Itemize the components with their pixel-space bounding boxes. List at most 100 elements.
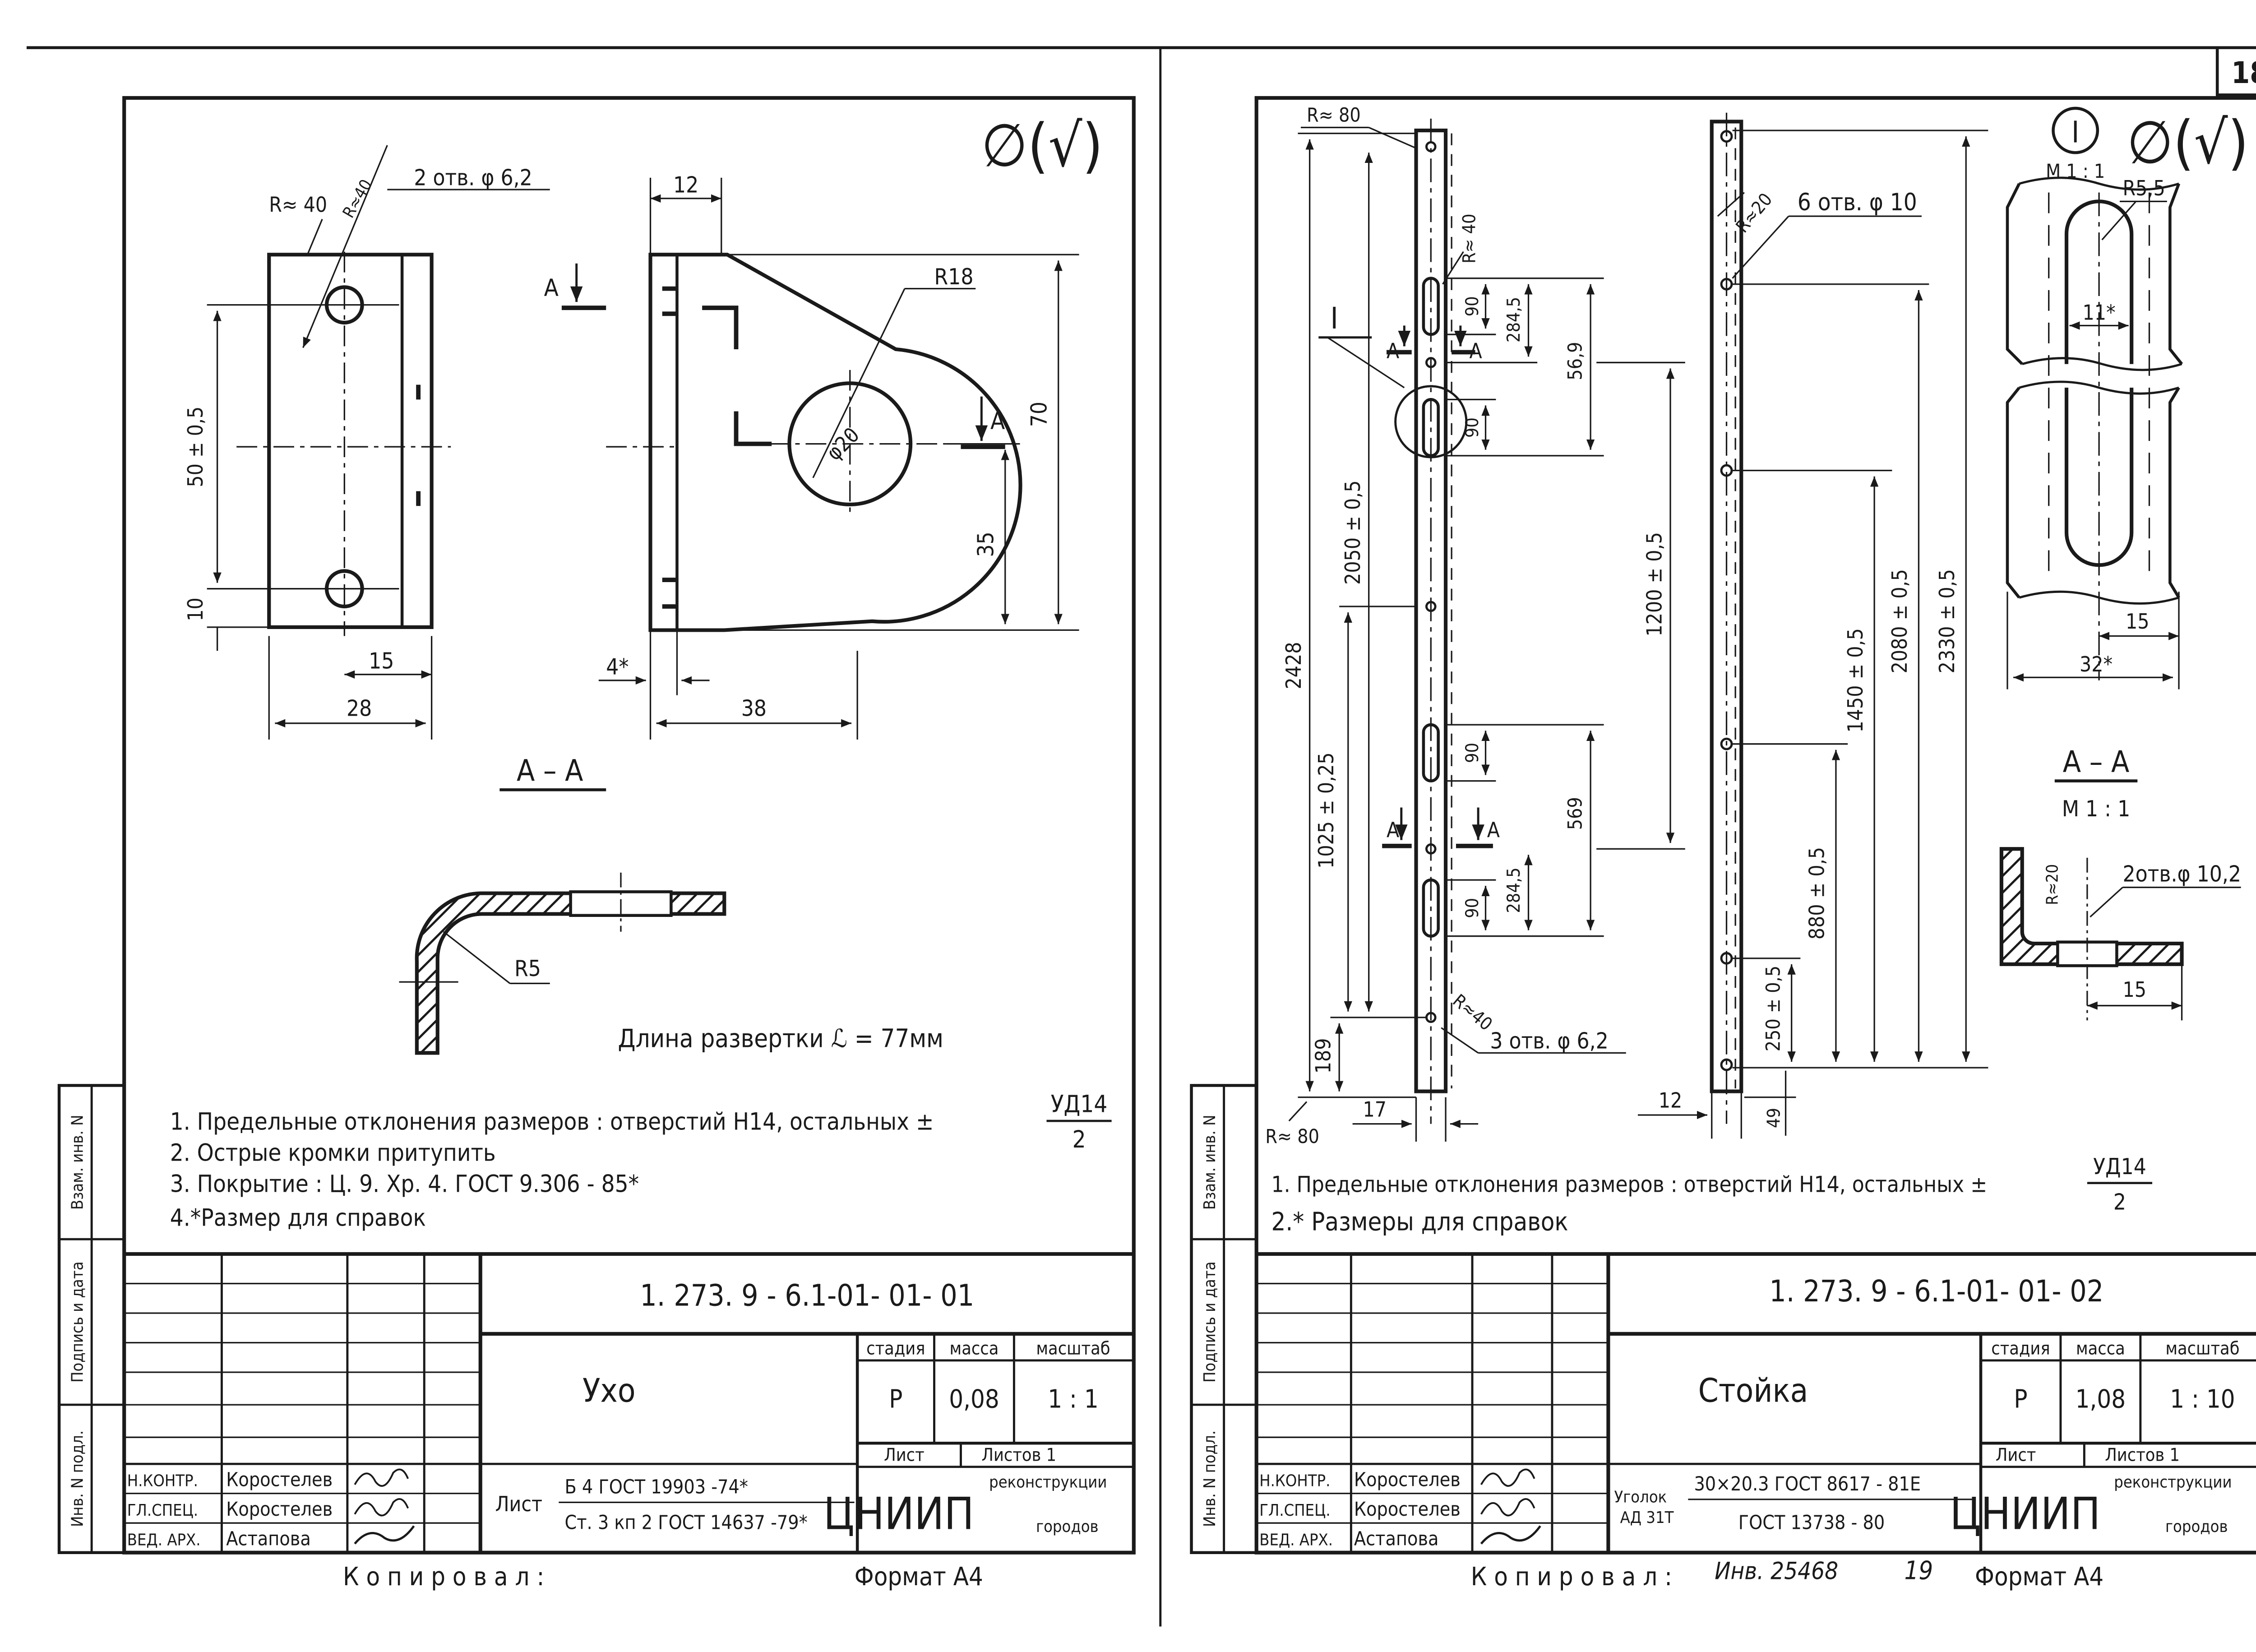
- dim-post-b-1200: 1200 ± 0,5: [1642, 532, 1666, 636]
- left-designation: 1. 273. 9 - 6.1-01- 01- 01: [640, 1279, 974, 1313]
- dim-side-length: 38: [741, 695, 767, 721]
- right-tolerance-den: 2: [2113, 1189, 2126, 1215]
- dim-ear-radius: R≈ 40: [269, 192, 327, 217]
- right-title-block: 1. 273. 9 - 6.1-01- 01- 02 Стойка стадия…: [1256, 1252, 2256, 1553]
- right-mass: 1,08: [2076, 1385, 2126, 1414]
- dim-side-center: 35: [973, 532, 999, 557]
- dim-post-a-284-2: 284,5: [1504, 867, 1524, 913]
- left-footer-format: Формат А4: [855, 1562, 983, 1592]
- right-signature-3: [1480, 1525, 1541, 1545]
- left-side-stamp: Взам. инв. N Подпись и дата Инв. N подл.: [57, 1084, 126, 1554]
- post-a-radius-bottom: R≈ 80: [1265, 1125, 1319, 1148]
- right-sheet: ∅(√) I М 1 : 1 I A: [1190, 96, 2256, 1592]
- dim-ear-radius-small: R≈40: [339, 176, 376, 221]
- post-a-holes: 3 отв. φ 6,2: [1490, 1028, 1608, 1054]
- post-a-detail-label: I: [1331, 301, 1338, 336]
- left-material-label: Лист: [495, 1492, 543, 1516]
- left-footer-copy: К о п и р о в а л :: [343, 1562, 544, 1592]
- right-designation: 1. 273. 9 - 6.1-01- 01- 02: [1769, 1274, 2103, 1309]
- left-stage: Р: [889, 1385, 902, 1414]
- right-col-stage: стадия: [1991, 1339, 2050, 1359]
- right-section-holes: 2отв.φ 10,2: [2123, 861, 2242, 887]
- detail-radius: R5,5: [2123, 176, 2165, 200]
- right-person-1: Коростелев: [1354, 1468, 1461, 1491]
- left-section-title: А – А: [517, 754, 583, 788]
- dim-post-b-880: 880 ± 0,5: [1805, 847, 1829, 939]
- label-ear-holes: 2 отв. φ 6,2: [414, 164, 532, 190]
- left-role-1: Н.КОНТР.: [127, 1472, 198, 1490]
- right-section-scale: М 1 : 1: [2062, 796, 2130, 822]
- right-scale: 1 : 10: [2170, 1385, 2235, 1414]
- dim-post-a-90-1: 90: [1462, 296, 1483, 316]
- dim-ear-bottom: 10: [183, 597, 208, 621]
- dim-post-a-569-1: 56,9: [1564, 342, 1586, 380]
- left-signature-3: [354, 1525, 415, 1545]
- right-note-1: 1. Предельные отклонения размеров : отве…: [1271, 1171, 1987, 1197]
- dim-post-a-569-2: 569: [1564, 797, 1586, 830]
- left-col-scale: масштаб: [1036, 1339, 1110, 1359]
- right-col-mass: масса: [2076, 1339, 2125, 1359]
- left-org-text-1: реконструкции: [989, 1473, 1107, 1492]
- left-side-label-2: Подпись и дата: [68, 1261, 87, 1382]
- dim-side-thick: 4*: [606, 654, 629, 680]
- bent-profile: [415, 891, 726, 1055]
- right-role-2: ГЛ.СПЕЦ.: [1259, 1501, 1330, 1520]
- left-note-3: 3. Покрытие : Ц. 9. Хр. 4. ГОСТ 9.306 - …: [170, 1170, 639, 1198]
- dim-side-height: 70: [1026, 402, 1052, 427]
- right-signature-1: [1480, 1468, 1535, 1487]
- left-role-2: ГЛ.СПЕЦ.: [127, 1501, 198, 1520]
- right-role-1: Н.КОНТР.: [1259, 1472, 1330, 1490]
- left-scale: 1 : 1: [1048, 1385, 1098, 1414]
- dim-ear-width: 28: [347, 695, 372, 721]
- left-org-text-2: городов: [1036, 1518, 1099, 1536]
- dim-ear-offset: 15: [369, 648, 394, 674]
- dim-post-a-90-3: 90: [1462, 743, 1483, 763]
- left-role-3: ВЕД. АРХ.: [127, 1531, 201, 1549]
- dim-post-b-2330: 2330 ± 0,5: [1935, 569, 1959, 673]
- detail-label-circle: [2052, 106, 2099, 154]
- left-tolerance-den: 2: [1073, 1126, 1086, 1153]
- right-material-top: 30×20.3 ГОСТ 8617 - 81Е: [1694, 1473, 1921, 1495]
- left-col-mass: масса: [950, 1339, 999, 1359]
- post-a-section-2: A: [1469, 339, 1482, 363]
- dim-post-a-189: 189: [1311, 1038, 1336, 1074]
- left-note-4: 4.*Размер для справок: [170, 1204, 426, 1232]
- dim-post-b-12: 12: [1659, 1088, 1683, 1113]
- dim-post-a-284-1: 284,5: [1504, 297, 1524, 342]
- left-signature-1: [354, 1468, 409, 1487]
- left-col-stage: стадия: [866, 1339, 925, 1359]
- right-side-stamp: Взам. инв. N Подпись и дата Инв. N подл.: [1190, 1084, 1258, 1554]
- left-material-top: Б 4 ГОСТ 19903 -74*: [564, 1476, 748, 1499]
- dim-post-a-17: 17: [1363, 1097, 1387, 1121]
- right-sheets-count: Листов 1: [2105, 1445, 2180, 1466]
- right-sheet-label: Лист: [1996, 1445, 2036, 1466]
- left-note-1: 1. Предельные отклонения размеров : отве…: [170, 1108, 934, 1136]
- post-b-holes: 6 отв. φ 10: [1798, 189, 1917, 216]
- left-tolerance-num: УД14: [1051, 1090, 1108, 1118]
- right-col-scale: масштаб: [2165, 1339, 2239, 1359]
- dim-post-a-2050: 2050 ± 0,5: [1341, 481, 1365, 585]
- right-side-label-3: Инв. N подл.: [1201, 1430, 1219, 1527]
- section-a-a-left: А – А R5 Длина развертки ℒ = 77мм: [399, 754, 943, 1055]
- right-footer-signature: Инв. 25468: [1715, 1558, 1838, 1585]
- left-mass: 0,08: [949, 1385, 999, 1414]
- left-material-bottom: Ст. 3 кп 2 ГОСТ 14637 -79*: [564, 1511, 807, 1534]
- ear-front-view: 50 ± 0,5 10 28 15 R≈ 40 R≈40 2 отв. φ 6,…: [183, 145, 550, 740]
- dim-side-top: 12: [673, 172, 698, 198]
- dim-post-a-1025: 1025 ± 0,25: [1314, 752, 1338, 869]
- right-side-label-2: Подпись и дата: [1201, 1261, 1219, 1382]
- right-material-label-2: АД 31Т: [1620, 1509, 1674, 1527]
- dim-post-a-90-4: 90: [1462, 898, 1483, 918]
- right-stage: Р: [2014, 1385, 2027, 1414]
- section-arrow-a-2: A: [990, 407, 1005, 435]
- detail-slot: 11*: [2083, 300, 2116, 324]
- left-org-logo: ЦНИИП: [823, 1488, 974, 1540]
- right-tolerance-num: УД14: [2093, 1153, 2146, 1180]
- detail-i-view: R5,5 11* 15 32*: [2006, 176, 2183, 689]
- post-a-section-1: A: [1387, 339, 1399, 363]
- post-a-radius-bottom-2: R≈40: [1449, 990, 1496, 1035]
- left-person-3: Астапова: [226, 1527, 311, 1550]
- left-part-name: Ухо: [582, 1372, 636, 1410]
- dim-bend-radius: R5: [514, 955, 541, 981]
- right-section-dim: 15: [2122, 977, 2146, 1002]
